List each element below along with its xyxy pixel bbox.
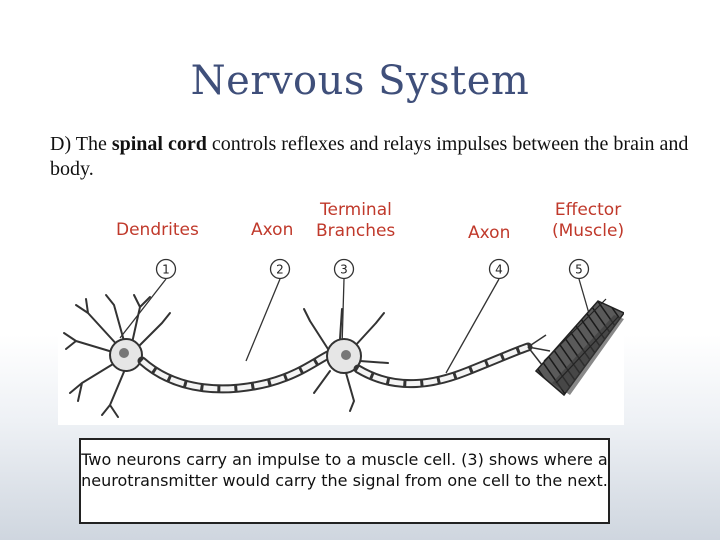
caption-box: Two neurons carry an impulse to a muscle… (79, 438, 610, 524)
label-axon-2: Axon (468, 223, 510, 244)
label-dendrites: Dendrites (116, 220, 199, 241)
marker-1-label: 1 (162, 263, 170, 277)
label-effector-muscle: Effector (Muscle) (552, 200, 624, 242)
bullet-prefix: D) The (50, 133, 112, 155)
label-terminal-line1: Terminal (316, 200, 395, 221)
marker-3: 3 (335, 260, 354, 279)
label-effector-line2: (Muscle) (552, 221, 624, 242)
label-terminal-branches: Terminal Branches (316, 200, 395, 242)
bullet-bold-term: spinal cord (112, 133, 207, 155)
marker-2: 2 (271, 260, 290, 279)
label-terminal-line2: Branches (316, 221, 395, 242)
neuron-1-cell-body (64, 295, 170, 417)
pointer-line-1 (120, 279, 166, 338)
marker-4-label: 4 (495, 263, 503, 277)
axon-1-myelin (142, 355, 328, 389)
label-axon-1: Axon (251, 220, 293, 241)
neuron-diagram: 1 2 3 4 5 (58, 243, 624, 425)
label-effector-line1: Effector (552, 200, 624, 221)
muscle-cell (536, 299, 624, 395)
marker-5: 5 (570, 260, 589, 279)
marker-1: 1 (157, 260, 176, 279)
marker-2-label: 2 (276, 263, 284, 277)
pointer-line-2 (246, 279, 280, 361)
marker-5-label: 5 (575, 263, 583, 277)
bullet-point: D) The spinal cord controls reflexes and… (50, 132, 690, 182)
slide-title: Nervous System (0, 58, 720, 104)
neuron-diagram-svg: 1 2 3 4 5 (58, 243, 624, 425)
marker-3-label: 3 (340, 263, 348, 277)
marker-4: 4 (490, 260, 509, 279)
